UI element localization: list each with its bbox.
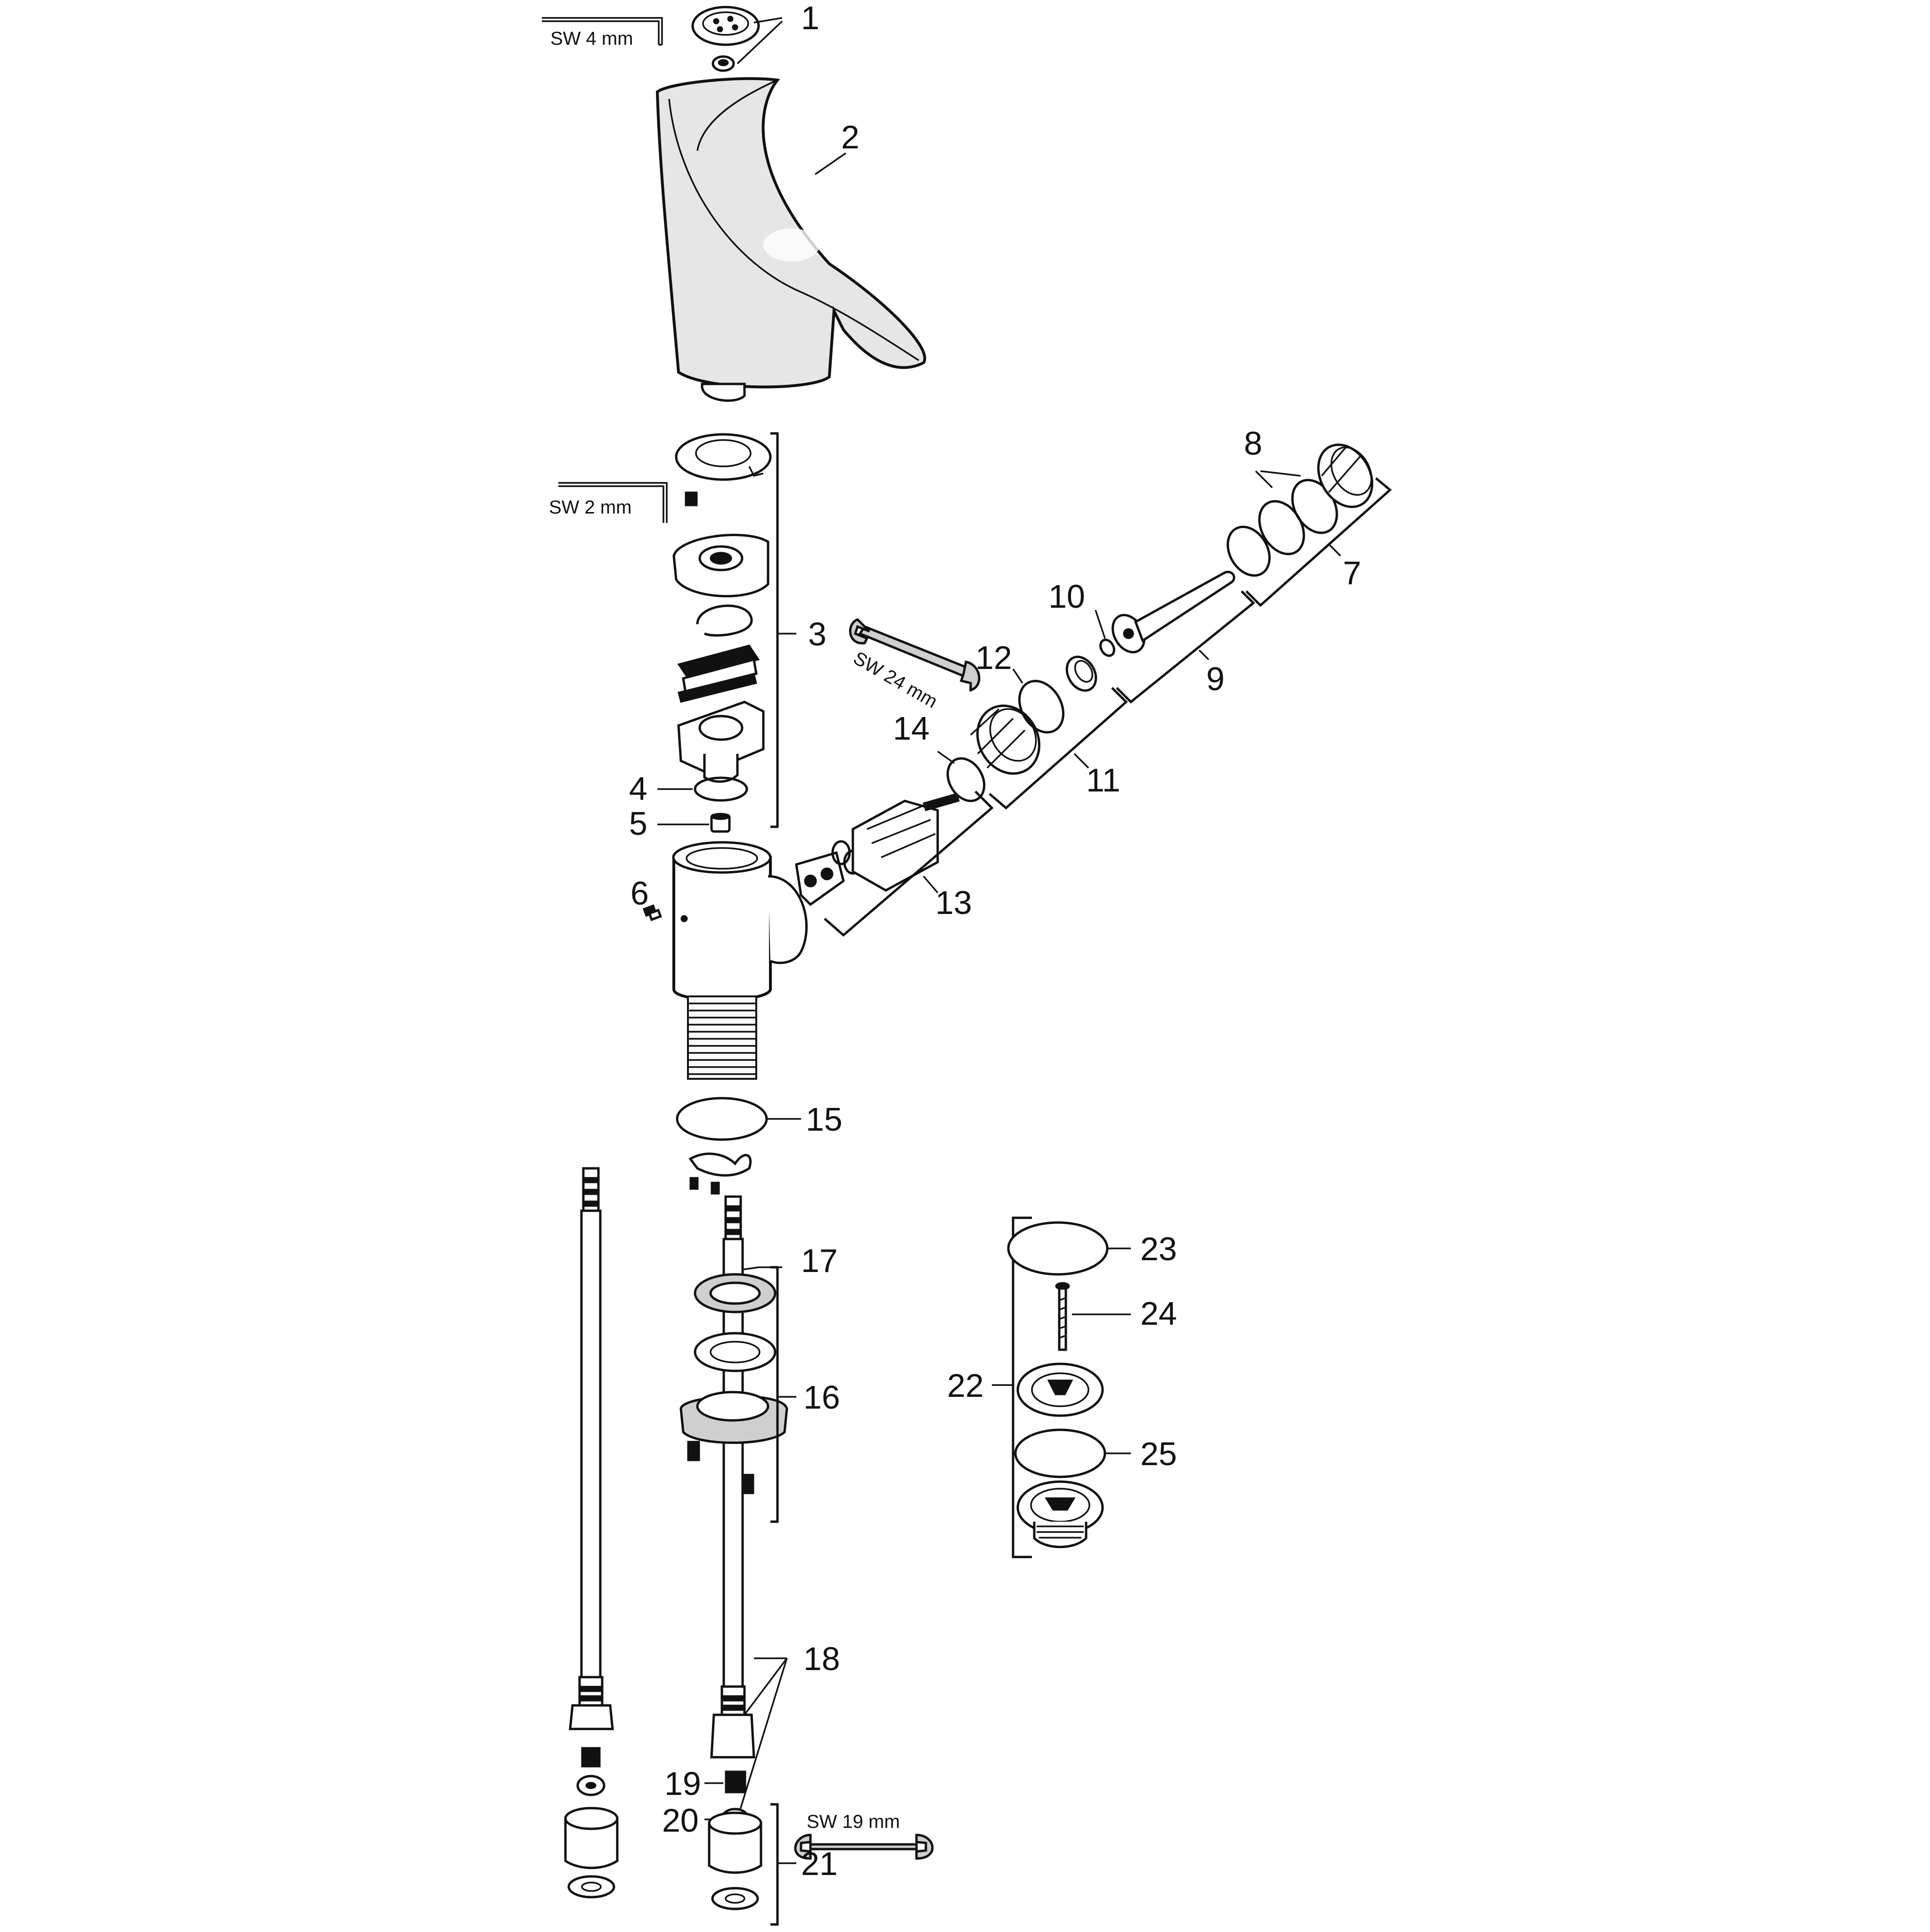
bracket-22	[1012, 1216, 1032, 1558]
spout-part-2	[655, 77, 926, 402]
callout-25: 25	[1140, 1435, 1177, 1472]
callout-16: 16	[803, 1379, 840, 1416]
set-screw-part-6	[643, 904, 662, 921]
callout-20: 20	[662, 1802, 699, 1839]
insert-part-19	[725, 1770, 746, 1793]
wrench-sw24: SW 24 mm	[849, 618, 981, 712]
seal-part-25	[1014, 1428, 1106, 1478]
cartridge	[851, 793, 960, 892]
leader-13	[923, 875, 939, 894]
threaded-nut-part-11	[970, 704, 1040, 775]
callout-18: 18	[803, 1640, 840, 1677]
bracket-13	[824, 791, 994, 937]
drain-body	[1016, 1480, 1104, 1549]
bracket-21	[770, 1803, 779, 1926]
o-ring-part-14	[946, 757, 986, 802]
callout-17: 17	[801, 1242, 838, 1279]
retaining-clip	[696, 604, 753, 637]
leader-2	[815, 152, 846, 175]
gasket-part-15	[676, 1097, 768, 1141]
callout-2: 2	[841, 119, 859, 155]
mounting-flange	[679, 1391, 788, 1494]
small-screw	[685, 491, 698, 506]
cartridge-holder	[677, 701, 765, 783]
cap-ring	[675, 433, 772, 481]
callout-4: 4	[629, 770, 647, 807]
callout-11: 11	[1086, 762, 1120, 799]
callout-15: 15	[806, 1101, 842, 1138]
callout-8: 8	[1244, 425, 1262, 462]
hex-key-sw4: SW 4 mm	[542, 17, 663, 49]
small-o-ring-part-10	[1099, 638, 1115, 657]
hex-key-sw4-label: SW 4 mm	[550, 28, 633, 49]
bracket-11	[989, 687, 1128, 810]
fixing-bracket	[688, 1152, 752, 1195]
callout-1: 1	[801, 0, 819, 36]
leader-1	[736, 17, 783, 65]
callout-19: 19	[664, 1765, 701, 1802]
leader-12	[1012, 668, 1023, 684]
drain-cap-part-23	[1007, 1221, 1109, 1276]
leader-7	[1328, 543, 1341, 557]
callout-5: 5	[629, 805, 647, 842]
bracket-7	[1245, 477, 1392, 607]
end-cap	[1317, 443, 1374, 508]
valve-body	[672, 841, 808, 1080]
callout-12: 12	[975, 639, 1012, 676]
cartridge-seal-plate	[795, 851, 845, 906]
hose-left	[564, 1167, 619, 1899]
o-ring-part-12	[1018, 680, 1065, 734]
spindle-part-9	[1112, 571, 1235, 653]
callout-23: 23	[1140, 1231, 1177, 1267]
gear-plate	[677, 644, 760, 703]
bushing-part-5	[710, 813, 731, 833]
callout-21: 21	[801, 1845, 838, 1882]
drain-basket	[1016, 1362, 1104, 1417]
leader-8	[1255, 470, 1301, 489]
hose-right	[710, 1195, 755, 1759]
leader-11	[1073, 753, 1089, 769]
aerator-part-1	[691, 6, 760, 72]
screw-part-24	[1055, 1282, 1070, 1351]
nut-part-21	[708, 1811, 762, 1910]
washer-part-17	[694, 1273, 777, 1313]
callout-10: 10	[1048, 578, 1085, 615]
wrench-sw19-label: SW 19 mm	[807, 1811, 900, 1832]
callout-6: 6	[630, 875, 649, 912]
thrust-ring	[1065, 655, 1097, 692]
bracket-9	[1116, 590, 1255, 704]
hex-key-sw2: SW 2 mm	[549, 482, 668, 523]
callout-13: 13	[935, 884, 972, 921]
callout-24: 24	[1140, 1295, 1177, 1332]
wrench-sw19: SW 19 mm	[794, 1811, 934, 1860]
bracket-3	[770, 432, 779, 828]
cap-seal	[1227, 525, 1271, 577]
bracket-16	[770, 1266, 779, 1523]
callout-3: 3	[808, 616, 826, 652]
o-ring-part-4	[694, 776, 748, 802]
callout-9: 9	[1206, 660, 1225, 697]
washer-plate	[694, 1332, 777, 1372]
callout-14: 14	[893, 710, 930, 747]
callout-7: 7	[1343, 554, 1361, 591]
lever-bracket	[672, 534, 769, 597]
leader-14	[937, 750, 955, 764]
leader-9	[1198, 649, 1210, 660]
leader-10	[1095, 610, 1106, 639]
hex-key-sw2-label: SW 2 mm	[549, 497, 632, 518]
callout-22: 22	[947, 1367, 984, 1404]
